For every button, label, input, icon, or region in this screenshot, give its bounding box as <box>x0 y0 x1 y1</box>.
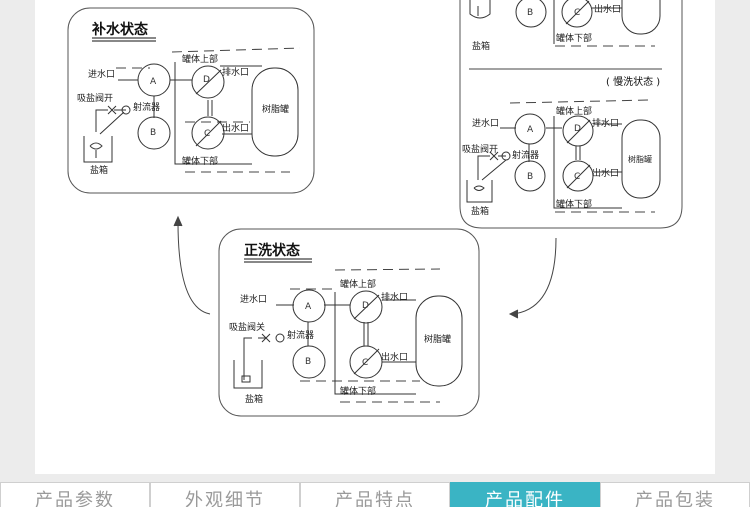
svg-text:B: B <box>305 357 311 367</box>
slow-wash-top-fragment: 盐箱 B C 出水口 罐体下部 <box>469 0 661 52</box>
svg-text:A: A <box>150 77 157 87</box>
valve-a <box>137 63 171 97</box>
regeneration-state-diagram: 补水状态 A D B C <box>35 0 715 474</box>
panel-refill: 补水状态 A D B C <box>67 7 315 194</box>
panel-border <box>67 7 315 194</box>
svg-text:进水口: 进水口 <box>240 293 267 305</box>
svg-text:排水口: 排水口 <box>592 117 619 129</box>
tab-product-accessories[interactable]: 产品配件 <box>450 482 600 507</box>
svg-text:罐体下部: 罐体下部 <box>182 155 218 167</box>
svg-text:C: C <box>204 129 210 139</box>
valve-b <box>514 160 546 192</box>
valve-a <box>292 289 326 323</box>
content-card <box>35 0 715 474</box>
valve-a <box>514 113 546 145</box>
svg-text:B: B <box>527 8 533 18</box>
svg-text:盐箱: 盐箱 <box>90 164 108 176</box>
svg-text:D: D <box>362 301 369 311</box>
resin-tank <box>415 295 463 387</box>
svg-text:树脂罐: 树脂罐 <box>424 333 451 345</box>
ejector-symbol <box>121 105 131 115</box>
salt-valve-symbol <box>107 105 117 115</box>
svg-text:B: B <box>527 172 533 182</box>
svg-text:B: B <box>150 128 156 138</box>
svg-text:树脂罐: 树脂罐 <box>628 154 652 164</box>
svg-text:吸盐阀开: 吸盐阀开 <box>77 92 113 104</box>
svg-text:罐体下部: 罐体下部 <box>556 198 592 210</box>
tab-product-features[interactable]: 产品特点 <box>300 482 450 507</box>
svg-text:射流器: 射流器 <box>287 329 314 341</box>
svg-text:罐体上部: 罐体上部 <box>182 53 218 65</box>
arrow-slowwash-to-forward <box>511 237 557 315</box>
valve-d <box>191 65 225 99</box>
svg-text:吸盐阀开: 吸盐阀开 <box>462 143 498 155</box>
svg-text:D: D <box>574 124 581 134</box>
svg-text:排水口: 排水口 <box>381 291 408 303</box>
svg-text:进水口: 进水口 <box>88 68 115 80</box>
svg-text:C: C <box>574 172 580 182</box>
svg-text:C: C <box>574 8 580 18</box>
svg-text:出水口: 出水口 <box>381 351 408 363</box>
flow-arrows <box>173 215 557 319</box>
svg-text:罐体下部: 罐体下部 <box>340 385 376 397</box>
arrow-forward-to-refill <box>177 221 211 315</box>
tab-product-packaging[interactable]: 产品包装 <box>600 482 750 507</box>
resin-tank <box>621 119 661 199</box>
product-tab-bar: 产品参数 外观细节 产品特点 产品配件 产品包装 <box>0 482 750 507</box>
svg-text:射流器: 射流器 <box>512 149 539 161</box>
svg-text:出水口: 出水口 <box>592 167 619 179</box>
svg-text:罐体下部: 罐体下部 <box>556 32 592 44</box>
svg-text:射流器: 射流器 <box>133 101 160 113</box>
tab-product-params[interactable]: 产品参数 <box>0 482 150 507</box>
svg-text:吸盐阀关: 吸盐阀关 <box>229 321 265 333</box>
svg-text:A: A <box>305 302 312 312</box>
svg-text:进水口: 进水口 <box>472 117 499 129</box>
valve-b <box>292 345 326 379</box>
panel-title: ( 慢洗状态 ) <box>606 75 660 88</box>
svg-text:盐箱: 盐箱 <box>245 393 263 405</box>
valve-d <box>349 290 383 324</box>
svg-text:盐箱: 盐箱 <box>471 205 489 217</box>
svg-text:树脂罐: 树脂罐 <box>262 103 289 115</box>
svg-text:出水口: 出水口 <box>594 3 621 15</box>
svg-text:盐箱: 盐箱 <box>472 40 490 52</box>
panel-border <box>218 228 480 417</box>
svg-text:罐体上部: 罐体上部 <box>556 105 592 117</box>
resin-tank <box>251 67 299 157</box>
brine-box <box>466 180 493 203</box>
valve-c <box>191 116 225 150</box>
svg-text:出水口: 出水口 <box>222 122 249 134</box>
svg-text:排水口: 排水口 <box>222 66 249 78</box>
valve-d <box>562 115 594 147</box>
panel-slow-wash: 盐箱 B C 出水口 罐体下部 ( 慢洗状态 ) <box>459 0 683 229</box>
svg-text:D: D <box>203 75 210 85</box>
valve-b <box>137 116 171 150</box>
brine-box <box>233 360 263 389</box>
brine-box <box>83 136 113 163</box>
tab-appearance-details[interactable]: 外观细节 <box>150 482 300 507</box>
valve-c <box>349 345 383 379</box>
panel-title: 正洗状态 <box>244 242 300 259</box>
svg-text:C: C <box>362 358 368 368</box>
panel-title: 补水状态 <box>91 21 148 38</box>
svg-text:A: A <box>527 125 534 135</box>
panel-border <box>459 0 683 229</box>
panel-forward-wash: 正洗状态 A D B C 树脂罐 盐箱 <box>218 228 480 417</box>
svg-text:罐体上部: 罐体上部 <box>340 278 376 290</box>
valve-c <box>562 160 594 192</box>
